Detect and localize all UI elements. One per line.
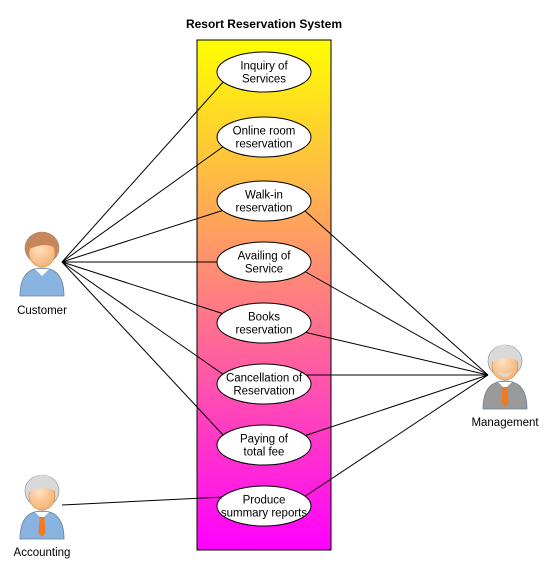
use-case-label: Walk-in (245, 190, 283, 202)
collar-icon (35, 269, 49, 276)
association-customer-cancel (61, 261, 225, 376)
actor-label-accounting: Accounting (14, 547, 71, 559)
use-case-label: Online room (233, 126, 296, 138)
actor-fringe-icon (27, 231, 57, 250)
associations (61, 80, 489, 506)
association-management-availing (303, 270, 489, 376)
use-case-ellipse (216, 363, 312, 405)
association-accounting-produce (61, 496, 225, 506)
use-case-label: reservation (236, 139, 293, 151)
use-case-label: total fee (244, 447, 285, 459)
tie-icon (501, 387, 509, 407)
association-customer-paying (61, 261, 225, 437)
association-management-paying (303, 374, 489, 437)
collar-icon (498, 382, 512, 389)
tie-icon (38, 517, 46, 537)
actor-accounting[interactable]: Accounting (14, 474, 71, 559)
actor-fringe-icon (490, 344, 520, 363)
use-case-ellipse (216, 424, 312, 466)
association-customer-online (61, 145, 225, 263)
use-case-label: Reservation (233, 386, 294, 398)
association-management-walkin (303, 209, 489, 376)
association-customer-walkin (61, 209, 225, 263)
actor-customer[interactable]: Customer (17, 231, 67, 317)
actor-fringe-icon (27, 474, 57, 493)
actor-label-customer: Customer (17, 305, 67, 317)
use-case-label: Paying of (240, 434, 289, 446)
association-management-books (303, 331, 489, 376)
use-case-label: reservation (236, 203, 293, 215)
use-case-ellipse (216, 241, 312, 283)
use-case-ellipse (216, 51, 312, 93)
use-case-label: Cancellation of (226, 373, 303, 385)
use-case-ellipse (216, 485, 312, 527)
collar-icon (35, 512, 49, 519)
association-customer-books (61, 261, 225, 315)
diagram-title: Resort Reservation System (186, 17, 342, 31)
use-case-label: reservation (236, 325, 293, 337)
use-case-ellipse (216, 302, 312, 344)
use-case-label: Services (242, 74, 286, 86)
use-case-label: Availing of (238, 251, 292, 263)
use-case-label: Inquiry of (240, 61, 288, 73)
beard-icon (497, 371, 513, 377)
association-customer-inquiry (61, 80, 225, 263)
use-case-ellipse (216, 116, 312, 158)
use-case-label: Produce (243, 495, 286, 507)
use-case-label: Service (245, 264, 283, 276)
actor-body-icon (19, 267, 65, 297)
association-management-produce (303, 374, 489, 498)
use-case-label: summary reports (221, 508, 308, 520)
actor-management[interactable]: Management (471, 344, 539, 429)
actor-label-management: Management (471, 417, 539, 429)
use-case-label: Books (248, 312, 280, 324)
use-case-ellipse (216, 180, 312, 222)
